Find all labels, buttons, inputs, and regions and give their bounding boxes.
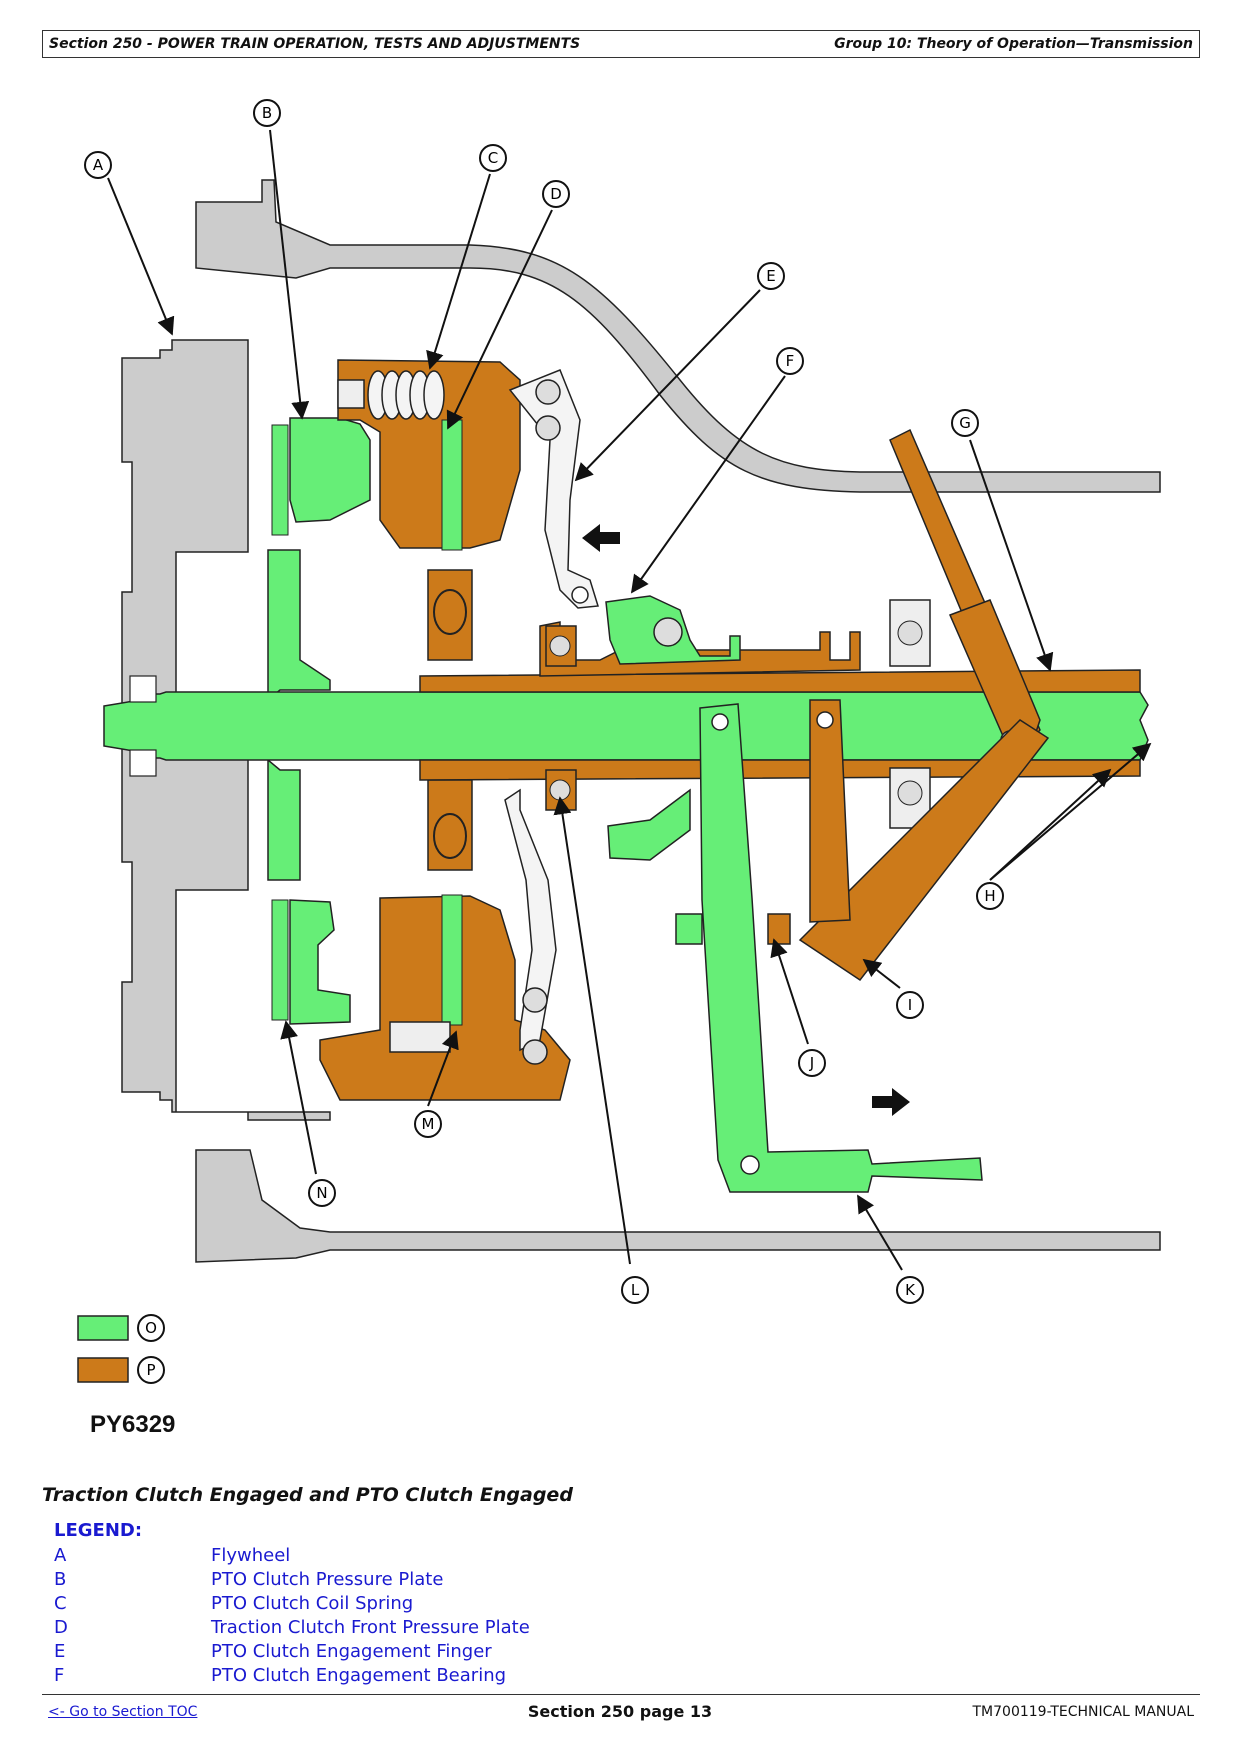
direction-arrow-right <box>872 1088 910 1116</box>
callout-labels: A B C D E F G H I J K L M N <box>84 99 1004 1304</box>
engagement-bearing-lower <box>607 788 691 861</box>
legend-item: E PTO Clutch Engagement Finger <box>54 1641 654 1665</box>
callout-C: C <box>479 144 507 172</box>
shift-collar-upper <box>539 621 861 677</box>
svg-text:C: C <box>488 149 498 167</box>
pto-pressure-plate-upper <box>289 417 371 523</box>
legend-key: C <box>54 1593 67 1614</box>
pto-control-lever <box>699 703 983 1193</box>
friction-disk-center-lower <box>441 894 463 1026</box>
shift-link <box>809 699 851 923</box>
bearing-center-upper <box>427 569 473 661</box>
friction-disk-center-upper <box>441 419 463 551</box>
legend-item: C PTO Clutch Coil Spring <box>54 1593 654 1617</box>
callout-B: B <box>253 99 281 127</box>
svg-text:J: J <box>809 1054 814 1072</box>
legend-desc: PTO Clutch Engagement Finger <box>211 1641 492 1662</box>
manual-id: TM700119-TECHNICAL MANUAL <box>972 1704 1195 1720</box>
svg-text:D: D <box>550 185 562 203</box>
callout-I: I <box>896 991 924 1019</box>
color-key-green-swatch <box>77 1315 129 1341</box>
legend-key: D <box>54 1617 68 1638</box>
svg-text:O: O <box>145 1319 157 1337</box>
pto-sleeve-upper <box>419 669 1141 693</box>
callout-E: E <box>757 262 785 290</box>
svg-text:L: L <box>631 1281 640 1299</box>
direction-arrow-left <box>582 524 620 552</box>
legend-item: A Flywheel <box>54 1545 654 1569</box>
svg-text:E: E <box>766 267 775 285</box>
svg-text:A: A <box>93 156 104 174</box>
svg-text:M: M <box>422 1115 435 1133</box>
figure-id: PY6329 <box>90 1411 175 1438</box>
header-group-title: Group 10: Theory of Operation—Transmissi… <box>834 36 1193 52</box>
finger-pivot-lower <box>535 415 561 441</box>
legend-desc: Traction Clutch Front Pressure Plate <box>211 1617 530 1638</box>
legend-desc: PTO Clutch Engagement Bearing <box>211 1665 507 1686</box>
pto-pressure-plate-lower <box>289 899 351 1025</box>
legend-item: B PTO Clutch Pressure Plate <box>54 1569 654 1593</box>
friction-disk-left-lower <box>271 899 289 1021</box>
callout-J: J <box>798 1049 826 1077</box>
page-header: Section 250 - POWER TRAIN OPERATION, TES… <box>42 30 1200 58</box>
callout-K: K <box>896 1276 924 1304</box>
callout-L: L <box>621 1276 649 1304</box>
callout-A: A <box>84 151 112 179</box>
upper-housing <box>195 179 1161 493</box>
legend-key: F <box>54 1665 65 1686</box>
callout-G: G <box>951 409 979 437</box>
lower-engagement-finger <box>504 788 557 1052</box>
legend-title: LEGEND: <box>54 1520 143 1541</box>
legend-item: F PTO Clutch Engagement Bearing <box>54 1665 654 1689</box>
svg-text:H: H <box>984 887 995 905</box>
bearing-center-lower <box>427 779 473 871</box>
legend-desc: Flywheel <box>211 1545 291 1566</box>
pto-sleeve-lower <box>419 759 1141 781</box>
legend-key: E <box>54 1641 66 1662</box>
svg-text:N: N <box>316 1184 327 1202</box>
legend-key: B <box>54 1569 67 1590</box>
pto-clutch-coil-spring <box>367 370 445 420</box>
callout-leaders <box>107 129 1152 1271</box>
figure-caption: Traction Clutch Engaged and PTO Clutch E… <box>42 1484 573 1506</box>
go-to-section-toc-link[interactable]: <- Go to Section TOC <box>48 1704 198 1720</box>
svg-text:P: P <box>146 1361 155 1379</box>
callout-N: N <box>308 1179 336 1207</box>
traction-shift-arm <box>798 719 1050 982</box>
color-key-brown-swatch <box>77 1357 129 1383</box>
callout-M: M <box>414 1110 442 1138</box>
legend-key: A <box>54 1545 67 1566</box>
header-section-title: Section 250 - POWER TRAIN OPERATION, TES… <box>49 36 581 52</box>
finger-pivot-upper <box>535 379 561 405</box>
legend-list: A Flywheel B PTO Clutch Pressure Plate C… <box>54 1545 654 1689</box>
color-key: O P <box>77 1314 165 1384</box>
callout-F: F <box>776 347 804 375</box>
svg-text:B: B <box>262 104 272 122</box>
svg-text:F: F <box>786 352 795 370</box>
legend-item: D Traction Clutch Front Pressure Plate <box>54 1617 654 1641</box>
transmission-clutch-diagram: A B C D E F G H I J K L M N O P PY6329 <box>77 99 1161 1438</box>
pto-engagement-finger <box>508 369 599 609</box>
svg-text:G: G <box>959 414 971 432</box>
callout-D: D <box>542 180 570 208</box>
svg-text:I: I <box>908 996 912 1014</box>
lower-housing <box>195 1149 1161 1263</box>
svg-text:K: K <box>905 1281 916 1299</box>
flywheel <box>121 339 331 1121</box>
footer-rule <box>42 1694 1200 1695</box>
friction-disk-left-upper <box>271 424 289 536</box>
page-number: Section 250 page 13 <box>527 1702 713 1721</box>
callout-H: H <box>976 882 1004 910</box>
legend-desc: PTO Clutch Pressure Plate <box>211 1569 444 1590</box>
legend-desc: PTO Clutch Coil Spring <box>211 1593 414 1614</box>
